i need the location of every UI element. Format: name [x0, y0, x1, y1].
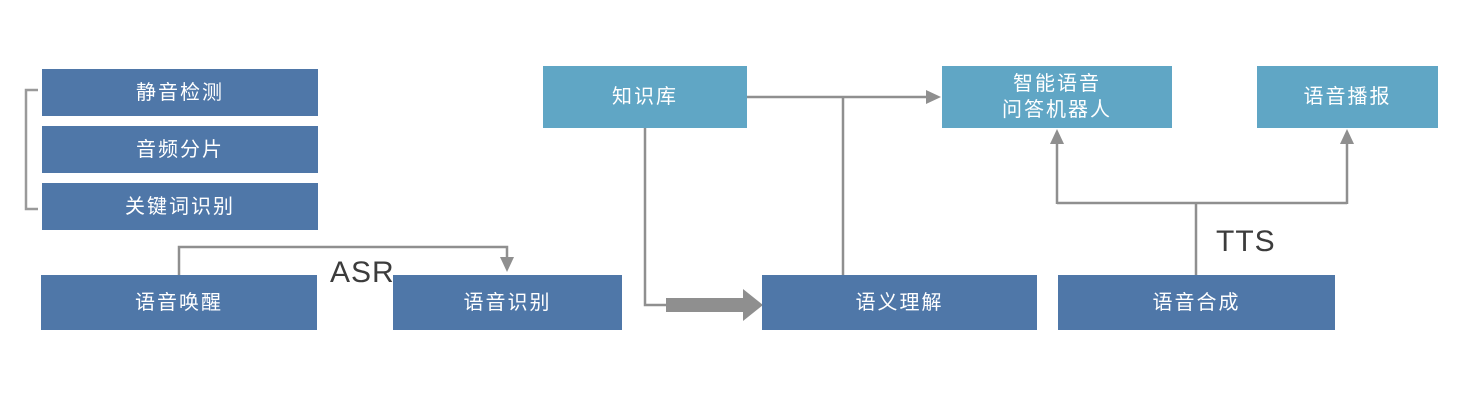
node-speech-recognition: 语音识别 [393, 275, 622, 330]
arrowhead-broadcast-bottom [1340, 129, 1354, 144]
node-knowledge-base: 知识库 [543, 66, 747, 128]
node-voice-broadcast: 语音播报 [1257, 66, 1438, 128]
node-keyword-recognition: 关键词识别 [42, 183, 318, 230]
thick-arrow-body [666, 298, 743, 312]
arrowhead-robot [926, 90, 941, 104]
edge-label-asr: ASR [330, 256, 395, 289]
node-audio-segmentation: 音频分片 [42, 126, 318, 173]
node-voice-wakeup: 语音唤醒 [41, 275, 317, 330]
node-silence-detection: 静音检测 [42, 69, 318, 116]
node-speech-synthesis: 语音合成 [1058, 275, 1335, 330]
node-semantic-understanding: 语义理解 [762, 275, 1037, 330]
edge-label-tts: TTS [1216, 225, 1276, 258]
arrowhead-robot-bottom [1050, 129, 1064, 144]
connector-knowledge-down [643, 128, 667, 307]
arrowhead-recognition [500, 257, 514, 272]
group-bracket [24, 88, 38, 211]
connector-wakeup-to-recognition [177, 245, 509, 275]
node-qa-robot: 智能语音 问答机器人 [942, 66, 1172, 128]
thick-arrowhead-semantic [743, 289, 763, 321]
